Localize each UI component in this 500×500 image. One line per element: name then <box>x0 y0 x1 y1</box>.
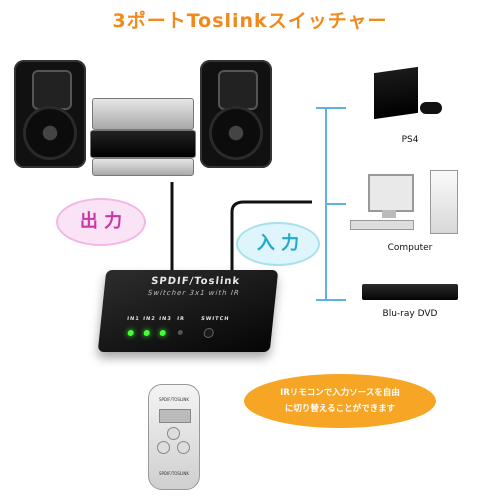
callout-line-2: に切り替えることができます <box>284 404 396 414</box>
remote-bottom-text: SPDIF/TOSLINK <box>158 471 189 476</box>
output-bubble: 出 力 <box>56 198 146 246</box>
led-in3 <box>159 330 167 336</box>
remote-top-text: SPDIF/TOSLINK <box>158 397 189 402</box>
port-label-in1: IN1 <box>126 316 141 322</box>
amplifier-unit <box>92 98 194 130</box>
callout-line-1: IRリモコンで入力ソースを自由 <box>280 388 400 398</box>
input-bubble: 入 力 <box>236 222 320 266</box>
ps4-console-icon <box>368 64 446 120</box>
port-label-in3: IN3 <box>158 316 173 322</box>
device-label-computer: Computer <box>387 243 433 253</box>
switcher-subtitle: Switcher 3x1 with IR <box>147 289 241 297</box>
remote-button-2[interactable] <box>157 441 170 454</box>
right-speaker-icon <box>200 60 272 168</box>
device-label-bluray: Blu-ray DVD <box>382 309 438 319</box>
ir-remote-control: SPDIF/TOSLINK SPDIF/TOSLINK <box>148 384 200 490</box>
port-label-ir: IR <box>176 316 186 322</box>
receiver-unit <box>90 130 196 158</box>
switcher-brand: SPDIF/Toslink <box>150 276 241 287</box>
toslink-switcher-box: SPDIF/Toslink Switcher 3x1 with IR IN1 I… <box>97 270 279 352</box>
switch-button[interactable] <box>203 328 215 338</box>
stereo-system <box>14 60 276 180</box>
remote-button-1[interactable] <box>167 427 180 440</box>
remote-button-3[interactable] <box>177 441 190 454</box>
left-speaker-icon <box>14 60 86 168</box>
desktop-computer-icon <box>346 170 466 240</box>
cd-unit <box>92 158 194 176</box>
page-title: 3ポートToslinkスイッチャー <box>112 10 388 32</box>
led-in2 <box>143 330 151 336</box>
ir-remote-callout: IRリモコンで入力ソースを自由 に切り替えることができます <box>244 374 436 428</box>
device-label-ps4: PS4 <box>401 135 419 145</box>
led-in1 <box>127 330 135 336</box>
remote-screen <box>159 409 191 423</box>
port-label-in2: IN2 <box>142 316 157 322</box>
ir-receiver <box>177 330 184 335</box>
bluray-player-icon <box>362 284 458 304</box>
switch-label: SWITCH <box>200 316 230 322</box>
